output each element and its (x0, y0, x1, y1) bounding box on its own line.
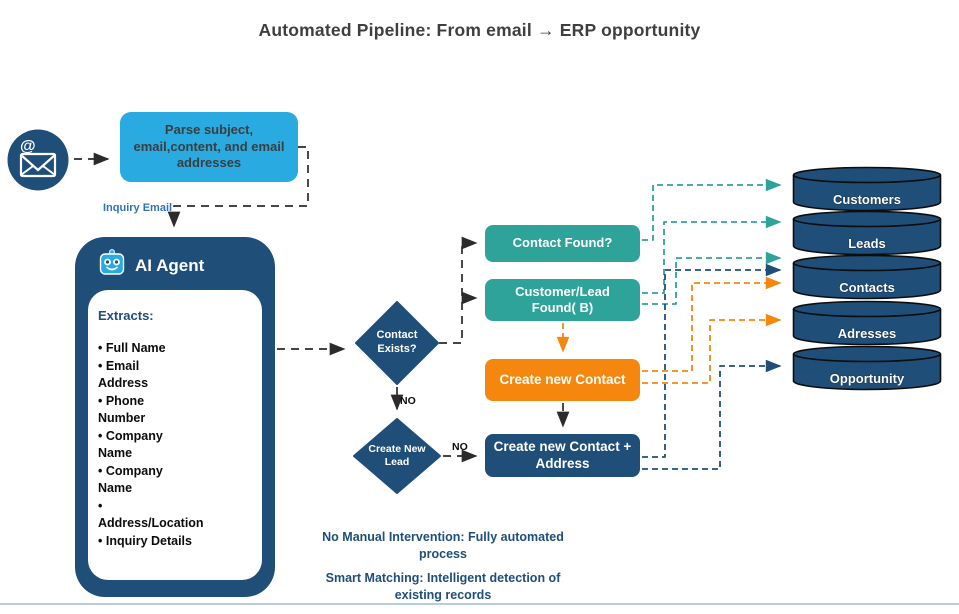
ai-agent-title: AI Agent (135, 255, 205, 275)
database-leads: Leads (792, 210, 942, 256)
email-icon: @ (7, 129, 69, 191)
database-contacts: Contacts (792, 254, 942, 300)
extract-item: • Company Name (98, 428, 163, 461)
database-adresses: Adresses (792, 300, 942, 346)
database-customers: Customers (792, 166, 942, 212)
database-opportunity: Opportunity (792, 345, 942, 391)
decision-label: Create New Lead (368, 442, 426, 468)
page-title: Automated Pipeline: From email → ERP opp… (258, 20, 701, 40)
extract-item: • Inquiry Details (98, 533, 192, 548)
extract-item: • Company Name (98, 463, 163, 496)
create-new-contact-node: Create new Contact (485, 359, 640, 401)
database-label: Leads (848, 236, 886, 251)
no-branch-label: NO (452, 441, 468, 453)
customer-lead-found-node: Customer/Lead Found( B) (485, 279, 640, 321)
extracts-heading: Extracts: (98, 308, 154, 323)
contact-exists-decision: Contact Exists? (355, 301, 439, 385)
extract-item: • Phone Number (98, 393, 146, 426)
extracts-list: • Full Name • Email Address • Phone Numb… (98, 340, 262, 550)
database-label: Contacts (839, 280, 895, 295)
database-label: Adresses (837, 326, 897, 341)
ai-agent-node: AI Agent Extracts: • Full Name • Email A… (75, 237, 275, 597)
create-new-lead-decision: Create New Lead (353, 418, 441, 494)
database-label: Customers (833, 192, 901, 207)
extract-item: • Full Name (98, 341, 166, 355)
extract-item: • Email Address (98, 358, 149, 391)
contact-found-node: Contact Found? (485, 225, 640, 262)
create-new-contact-address-node: Create new Contact + Address (485, 434, 640, 477)
bottom-edge-line (0, 603, 959, 605)
note-smart-matching: Smart Matching: Intelligent detection of… (325, 571, 561, 602)
note-no-manual-intervention: No Manual Intervention: Fully automated … (322, 530, 564, 561)
no-branch-label: NO (400, 395, 416, 407)
parse-email-node: Parse subject, email,content, and email … (120, 112, 298, 182)
svg-text:@: @ (20, 138, 36, 155)
inquiry-email-label: Inquiry Email (103, 202, 173, 214)
robot-icon (97, 249, 127, 282)
ai-agent-extract-panel: Extracts: • Full Name • Email Address • … (88, 290, 262, 580)
extract-item: • Address/Location (98, 498, 204, 531)
database-label: Opportunity (829, 371, 905, 386)
ai-agent-header: AI Agent (97, 249, 204, 282)
decision-label: Contact Exists? (376, 329, 418, 355)
